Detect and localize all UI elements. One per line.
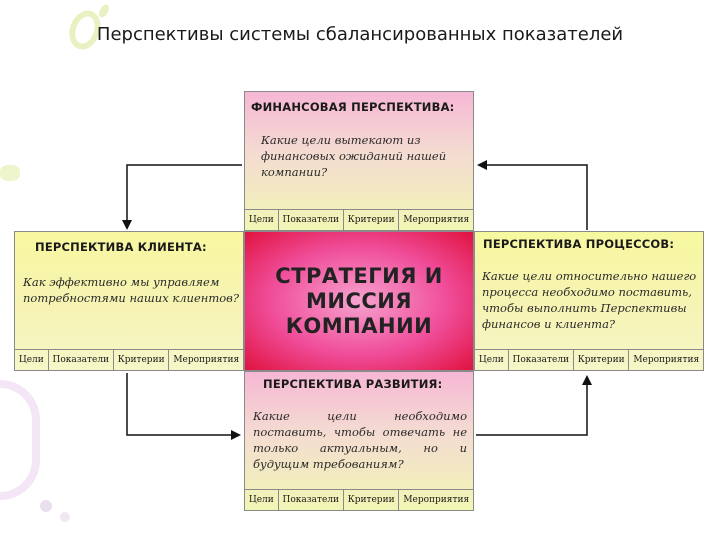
decorative-dot: [37, 497, 55, 515]
strategy-mission-box: СТРАТЕГИЯ И МИССИЯ КОМПАНИИ: [244, 231, 474, 371]
processes-question: Какие цели относительно нашего процесса …: [482, 269, 697, 331]
center-line-3: КОМПАНИИ: [285, 313, 433, 338]
decorative-swirl: [0, 380, 40, 500]
client-question: Как эффективно мы управляем потребностям…: [23, 275, 240, 305]
tab-measures: Мероприятия: [633, 355, 700, 365]
tab-goals: Цели: [245, 490, 279, 510]
financial-heading: ФИНАНСОВАЯ ПЕРСПЕКТИВА:: [251, 100, 455, 114]
financial-perspective-box: ФИНАНСОВАЯ ПЕРСПЕКТИВА: Какие цели вытек…: [244, 91, 474, 231]
tab-criteria: Критерии: [344, 490, 400, 510]
processes-perspective-box: ПЕРСПЕКТИВА ПРОЦЕССОВ: Какие цели относи…: [474, 231, 704, 371]
arrow-processes-to-financial: [477, 160, 588, 230]
tab-criteria: Критерии: [114, 350, 170, 370]
tab-measures: Мероприятия: [173, 355, 240, 365]
client-heading: ПЕРСПЕКТИВА КЛИЕНТА:: [35, 240, 207, 254]
tab-goals: Цели: [15, 350, 49, 370]
development-question: Какие цели необходимо поставить, чтобы о…: [253, 409, 467, 471]
tab-measures: Мероприятия: [403, 215, 470, 225]
tab-indicators: Показатели: [279, 490, 344, 510]
processes-heading: ПЕРСПЕКТИВА ПРОЦЕССОВ:: [483, 237, 675, 251]
arrow-client-to-development: [126, 373, 241, 440]
financial-question: Какие цели вытекают из финансовых ожидан…: [261, 133, 447, 179]
tab-goals: Цели: [475, 350, 509, 370]
development-perspective-box: ПЕРСПЕКТИВА РАЗВИТИЯ: Какие цели необход…: [244, 371, 474, 511]
tab-indicators: Показатели: [509, 350, 574, 370]
tab-indicators: Показатели: [49, 350, 114, 370]
financial-tabs: Цели Показатели Критерии Мероприятия: [245, 209, 473, 230]
client-perspective-box: ПЕРСПЕКТИВА КЛИЕНТА: Как эффективно мы у…: [14, 231, 244, 371]
client-tabs: Цели Показатели Критерии Мероприятия: [15, 349, 243, 370]
tab-criteria: Критерии: [574, 350, 630, 370]
development-tabs: Цели Показатели Критерии Мероприятия: [245, 489, 473, 510]
tab-indicators: Показатели: [279, 210, 344, 230]
decorative-dot: [0, 165, 20, 181]
decorative-dot: [57, 509, 73, 525]
arrow-financial-to-client: [122, 164, 242, 230]
center-line-1: СТРАТЕГИЯ И: [275, 263, 443, 288]
tab-criteria: Критерии: [344, 210, 400, 230]
tab-measures: Мероприятия: [403, 495, 470, 505]
decorative-dot: [97, 2, 111, 20]
slide-title: Перспективы системы сбалансированных пок…: [96, 24, 624, 45]
arrow-development-to-processes: [476, 375, 592, 436]
development-heading: ПЕРСПЕКТИВА РАЗВИТИЯ:: [263, 377, 443, 391]
tab-goals: Цели: [245, 210, 279, 230]
center-line-2: МИССИЯ: [305, 288, 413, 313]
processes-tabs: Цели Показатели Критерии Мероприятия: [475, 349, 703, 370]
